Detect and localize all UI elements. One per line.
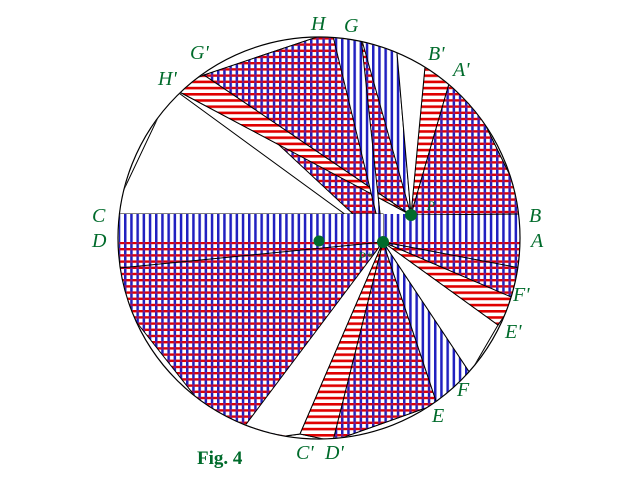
point-P-star bbox=[377, 236, 389, 248]
label-D-prime: D' bbox=[325, 442, 344, 464]
point-P bbox=[405, 209, 417, 221]
label-G: G bbox=[344, 15, 359, 37]
figure-caption: Fig. 4 bbox=[197, 448, 243, 469]
label-E: E bbox=[432, 405, 445, 427]
label-G-prime: G' bbox=[190, 42, 209, 64]
cross-wedge-Ap-2 bbox=[410, 61, 520, 216]
label-B-prime: B' bbox=[428, 43, 445, 65]
label-A-prime: A' bbox=[453, 59, 470, 81]
label-E-prime: E' bbox=[505, 321, 522, 343]
label-D: D bbox=[92, 230, 107, 252]
label-F-prime: F' bbox=[513, 284, 530, 306]
label-F: F bbox=[457, 379, 470, 401]
Ps-wedge-GH-2 bbox=[331, 37, 384, 243]
label-H: H bbox=[311, 13, 326, 35]
label-A: A bbox=[531, 230, 544, 252]
label-H-prime: H' bbox=[158, 68, 177, 90]
sector-geometry-final bbox=[118, 37, 520, 439]
blue-band-mid-2 bbox=[119, 214, 383, 242]
label-B: B bbox=[529, 205, 542, 227]
blue-band-right-2 bbox=[411, 215, 520, 242]
label-C: C bbox=[92, 205, 106, 227]
label-C-prime: C' bbox=[296, 442, 314, 464]
main-circle bbox=[117, 36, 521, 440]
point-O bbox=[313, 235, 325, 247]
label-P: P bbox=[427, 198, 435, 213]
sectors-group bbox=[118, 37, 520, 439]
label-P-star: P* bbox=[358, 249, 373, 264]
